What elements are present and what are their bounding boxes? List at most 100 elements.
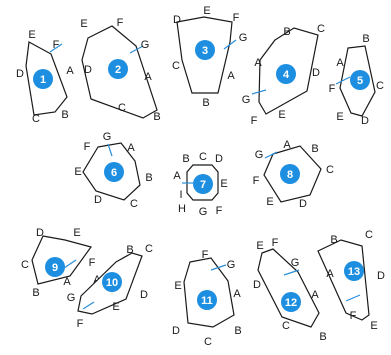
vertex-label: A [144,71,152,83]
vertex-label: C [199,151,207,163]
vertex-label: D [312,67,320,79]
shape-12-number: 12 [285,297,297,309]
shape-9-number: 9 [52,262,58,274]
vertex-label: B [362,33,369,45]
vertex-label: C [282,320,290,332]
vertex-label: E [278,109,285,121]
vertex-label: C [145,243,153,255]
shape-6-tick [107,143,113,157]
shape-2-number: 2 [115,64,121,76]
shape-10: 10 B C D E F G A [63,243,153,330]
vertex-label: D [253,279,261,291]
vertex-label: A [326,268,334,280]
vertex-label: E [174,280,181,292]
vertex-label: B [330,234,337,246]
vertex-label: C [326,164,334,176]
vertex-label: C [317,23,325,35]
vertex-label: A [227,70,235,82]
vertex-label: E [220,178,227,190]
vertex-label: G [291,257,300,269]
shape-7: 7 B C D E F G H I A [173,151,227,218]
vertex-label: G [103,131,112,143]
vertex-label: B [202,97,209,109]
shape-12: 12 E F G A B C D [253,237,327,343]
shape-5-badge [350,70,370,90]
shape-4-tick [251,89,267,95]
vertex-label: F [350,310,357,322]
shape-11-badge [197,290,217,310]
shape-7-badge [193,174,213,194]
vertex-label: B [32,287,39,299]
vertex-label: B [234,325,241,337]
vertex-label: A [311,289,319,301]
vertex-label: D [172,325,180,337]
shape-6: 6 G A B C D E F [74,131,152,210]
shape-10-badge [102,272,122,292]
vertex-label: B [283,26,290,38]
vertex-label: C [21,259,29,271]
vertex-label: F [202,249,209,261]
shape-2: 2 E F G A B C D [80,17,160,123]
shape-13-number: 13 [348,266,360,278]
shape-3-tick [223,39,237,50]
shape-8-number: 8 [287,169,293,181]
shape-8: 8 A B C D E F G [253,139,334,210]
shape-12-outline [257,248,320,328]
vertex-label: B [182,153,189,165]
vertex-label: B [311,143,318,155]
vertex-label: H [178,203,186,215]
shape-13: 13 B C D E F A [317,229,385,332]
vertex-label: E [74,166,81,178]
vertex-label: G [255,149,264,161]
vertex-label: E [203,5,210,17]
shape-3-number: 3 [202,45,208,57]
vertex-label: C [204,336,212,348]
shape-9-badge [45,257,65,277]
vertex-label: B [153,111,160,123]
shape-8-badge [280,164,300,184]
vertex-label: A [336,57,344,69]
shape-11: 11 F G A B C D E [172,249,242,348]
vertex-label: E [266,196,273,208]
shape-11-number: 11 [201,295,213,307]
shape-1-badge [33,69,53,89]
vertex-label: C [365,229,373,241]
vertex-label: A [173,170,181,182]
shape-2-tick [129,45,144,54]
vertex-label: D [140,289,148,301]
vertex-label: C [32,113,40,125]
vertex-label: A [66,65,74,77]
shape-11-tick [210,264,227,271]
vertex-label: E [73,227,80,239]
vertex-label: C [172,60,180,72]
vertex-label: F [216,205,223,217]
vertex-label: C [130,198,138,210]
vertex-label: E [112,301,119,313]
shape-12-tick [283,269,300,276]
vertex-label: D [16,68,24,80]
vertex-label: F [84,141,91,153]
vertex-label: G [242,94,251,106]
shape-13-outline [317,239,370,321]
shape-2-badge [108,59,128,79]
vertex-label: F [272,237,279,249]
shape-7-number: 7 [200,179,206,191]
shape-9-tick [63,259,77,269]
vertex-label: F [233,12,240,24]
vertex-label: C [376,80,384,92]
vertex-label: E [28,29,35,41]
vertex-label: G [227,259,236,271]
vertex-label: F [117,17,124,29]
vertex-label: A [233,288,241,300]
vertex-label: E [370,320,377,332]
vertex-label: D [94,194,102,206]
shape-5-number: 5 [357,75,363,87]
vertex-label: D [299,198,307,210]
shape-4: 4 B C D E F G A [242,23,325,127]
vertex-label: G [67,292,76,304]
shape-6-number: 6 [111,167,117,179]
vertex-label: E [336,111,343,123]
shape-4-number: 4 [283,69,290,81]
vertex-label: D [173,14,181,26]
